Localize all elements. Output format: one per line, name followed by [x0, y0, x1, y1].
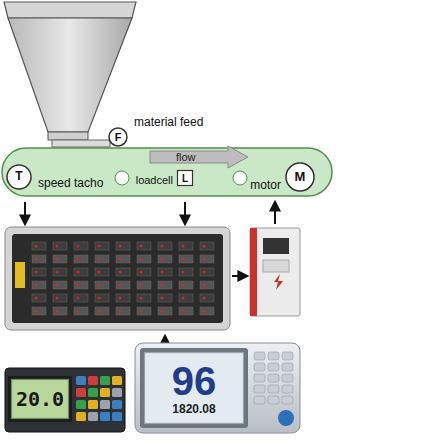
- symbol-letter: M: [295, 170, 306, 184]
- display-screen: 961820.08: [144, 352, 244, 424]
- display-screen: 20.0: [11, 379, 69, 419]
- part-label: motor: [250, 179, 281, 192]
- symbol-letter: F: [115, 131, 122, 143]
- part-label: material feed: [134, 116, 203, 129]
- hopper: [4, 2, 136, 147]
- display-unit: [135, 343, 300, 433]
- conveyor-belt: [2, 146, 332, 196]
- symbol-letter: T: [15, 170, 22, 183]
- signal-arrows: [25, 202, 275, 360]
- motor-drive: [250, 228, 300, 316]
- sensor-symbol: Lloadcell: [177, 170, 193, 186]
- display-unit: [5, 368, 125, 432]
- symbol-letter: L: [182, 173, 188, 184]
- display-value: 1820.08: [172, 403, 215, 416]
- flow-label: flow: [176, 151, 196, 163]
- display-value: 20.0: [16, 388, 64, 410]
- sensor-symbol: Mmotor: [285, 162, 315, 192]
- display-value: 96: [172, 359, 217, 403]
- controller-board: [5, 227, 230, 330]
- sensor-symbol: Fmaterial feed: [108, 127, 128, 147]
- part-label: speed tacho: [38, 177, 103, 190]
- part-label: loadcell: [136, 174, 173, 186]
- sensor-symbol: Tspeed tacho: [6, 164, 32, 190]
